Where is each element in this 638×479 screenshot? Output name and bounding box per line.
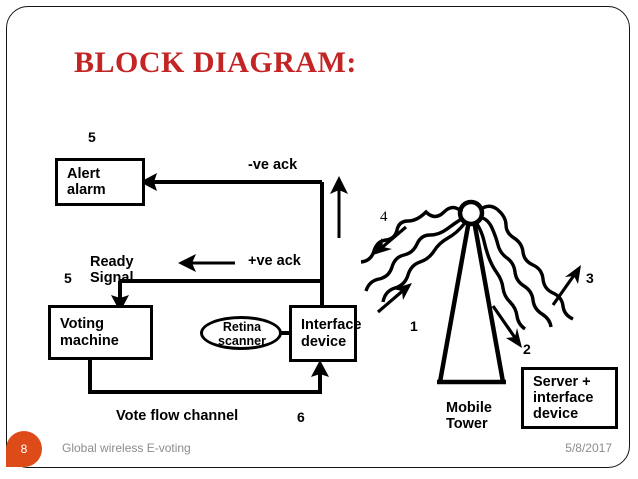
step-number-vote-flow: 6 — [297, 409, 305, 425]
label-ready-signal: Ready Signal — [90, 254, 134, 286]
block-alert-alarm-label: Alert alarm — [67, 165, 106, 198]
block-retina-scanner[interactable] — [200, 316, 282, 350]
block-interface-device[interactable]: Interface device — [289, 305, 361, 362]
label-pos-ack: +ve ack — [248, 253, 301, 269]
slide-number-value: 8 — [20, 442, 28, 456]
step-number-interface-uplink: 1 — [410, 318, 418, 334]
block-voting-machine[interactable]: Voting machine — [48, 305, 153, 360]
step-number-server-to-tower: 3 — [586, 270, 594, 286]
label-neg-ack: -ve ack — [248, 157, 298, 173]
block-alert-alarm[interactable]: Alert alarm — [55, 158, 145, 206]
tower-mast — [437, 214, 506, 385]
label-mobile-tower: Mobile Tower — [446, 400, 492, 432]
step-number-ready-signal: 5 — [64, 270, 72, 286]
footer-deck-title: Global wireless E-voting — [62, 441, 191, 455]
block-server-interface-device-label: Server + interface device — [533, 373, 594, 423]
arrow-pos-ack-direction — [178, 254, 235, 272]
arrowhead-interface-device — [311, 360, 329, 377]
arrow-step-3 — [551, 265, 581, 306]
arrow-step-2 — [491, 305, 522, 348]
step-number-tower-to-interface: 4 — [380, 209, 388, 225]
arrow-step-1 — [376, 283, 412, 314]
block-server-interface-device[interactable]: Server + interface device — [521, 367, 618, 429]
block-interface-device-label: Interface device — [301, 317, 362, 350]
rf-waves-left — [360, 205, 466, 303]
label-vote-flow-channel: Vote flow channel — [116, 408, 239, 424]
page-title: BLOCK DIAGRAM: — [74, 46, 357, 79]
step-number-alert-alarm: 5 — [88, 129, 96, 145]
rf-direction-arrows — [373, 225, 581, 348]
footer-date: 5/8/2017 — [565, 441, 612, 455]
block-retina-scanner-label: Retina scanner — [218, 320, 266, 348]
rf-waves-right — [475, 204, 574, 331]
arrow-up-neg-ack-direction — [330, 176, 348, 238]
tower-antenna-icon — [457, 199, 485, 227]
step-number-tower-to-server: 2 — [523, 341, 531, 357]
arrow-step-4 — [373, 225, 408, 255]
wire-vote-flow-channel — [88, 358, 322, 394]
slide-number-badge — [6, 431, 42, 467]
block-voting-machine-label: Voting machine — [60, 316, 119, 349]
